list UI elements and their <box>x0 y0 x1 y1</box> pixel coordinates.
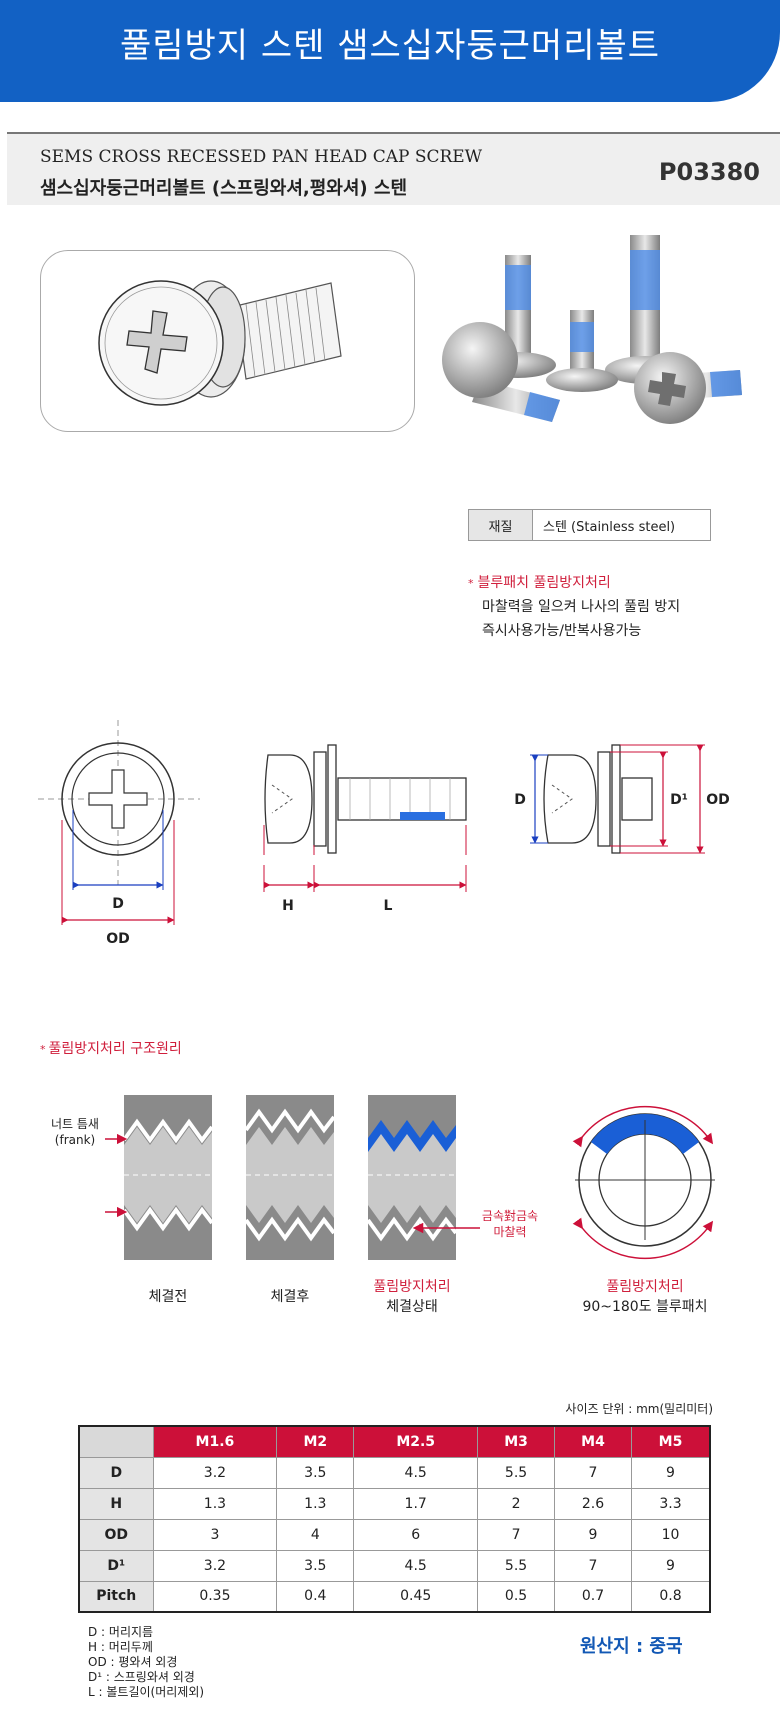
spec-cell: 2.6 <box>554 1487 632 1520</box>
label-d1: D¹ <box>670 792 688 808</box>
product-header: SEMS CROSS RECESSED PAN HEAD CAP SCREW 샘… <box>7 132 780 205</box>
table-row: OD 3 4 6 7 9 10 <box>78 1518 711 1551</box>
caption-before: 체결전 <box>148 1289 188 1305</box>
spec-row-label: D <box>78 1456 154 1489</box>
spec-cell: 3.2 <box>152 1549 278 1582</box>
spec-cell: 1.3 <box>152 1487 278 1520</box>
product-title-en: SEMS CROSS RECESSED PAN HEAD CAP SCREW <box>40 147 483 167</box>
legend-item: OD : 평와셔 외경 <box>88 1655 178 1669</box>
asterisk-icon: * <box>40 1043 46 1056</box>
spec-cell: 5.5 <box>477 1549 556 1582</box>
caption-blue-patch: 풀림방지처리 90~180도 블루패치 <box>582 1279 708 1315</box>
spec-table: M1.6 M2 M2.5 M3 M4 M5 D 3.2 3.5 4.5 5.5 … <box>78 1425 711 1613</box>
spec-row-label: D¹ <box>78 1549 154 1582</box>
country-of-origin: 원산지 : 중국 <box>580 1636 683 1657</box>
blue-patch-circle-diagram <box>572 1105 715 1260</box>
spec-row-label: OD <box>78 1518 154 1551</box>
product-code: P03380 <box>658 158 760 186</box>
spec-col-header: M2 <box>276 1425 355 1458</box>
spec-row-label: Pitch <box>78 1580 154 1613</box>
caption-treated: 풀림방지처리 체결상태 <box>373 1279 451 1315</box>
caption-after: 체결후 <box>270 1289 310 1305</box>
label-d-right: D <box>514 792 526 808</box>
spec-cell: 7 <box>554 1456 632 1489</box>
principle-title: *풀림방지처리 구조원리 <box>40 1041 182 1057</box>
spec-cell: 4.5 <box>353 1456 479 1489</box>
right-view-drawing <box>530 744 705 854</box>
material-value: 스텐 (Stainless steel) <box>532 509 711 541</box>
dimension-diagram: D OD H L <box>38 720 730 947</box>
spec-cell: 5.5 <box>477 1456 556 1489</box>
label-h: H <box>282 898 294 914</box>
thread-before-block <box>122 1095 214 1260</box>
spec-cell: 4 <box>276 1518 355 1551</box>
spec-cell: 6 <box>353 1518 479 1551</box>
spec-corner-cell <box>78 1425 154 1458</box>
spec-cell: 0.7 <box>554 1580 632 1613</box>
material-label: 재질 <box>468 509 533 541</box>
spec-cell: 1.7 <box>353 1487 479 1520</box>
spec-cell: 3.3 <box>630 1487 711 1520</box>
spec-cell: 3.5 <box>276 1549 355 1582</box>
spec-cell: 10 <box>630 1518 711 1551</box>
spec-cell: 9 <box>630 1456 711 1489</box>
table-row: D 3.2 3.5 4.5 5.5 7 9 <box>78 1456 711 1489</box>
spec-cell: 7 <box>477 1518 556 1551</box>
spec-header-row: M1.6 M2 M2.5 M3 M4 M5 <box>78 1425 711 1458</box>
asterisk-icon: * <box>468 577 474 590</box>
spec-cell: 0.4 <box>276 1580 355 1613</box>
spec-col-header: M4 <box>554 1425 632 1458</box>
top-banner <box>0 0 780 102</box>
dimension-legend: D : 머리지름 H : 머리두께 OD : 평와셔 외경 D¹ : 스프링와셔… <box>88 1625 204 1700</box>
label-d: D <box>112 896 124 912</box>
screw-sketch-image <box>40 250 415 432</box>
product-title-ko: 샘스십자둥근머리볼트 (스프링와셔,평와셔) 스텐 <box>40 178 408 199</box>
spec-cell: 3 <box>152 1518 278 1551</box>
spec-col-header: M2.5 <box>353 1425 479 1458</box>
note-line: 즉시사용가능/반복사용가능 <box>482 623 642 639</box>
spec-cell: 3.2 <box>152 1456 278 1489</box>
spec-col-header: M1.6 <box>152 1425 278 1458</box>
spec-cell: 3.5 <box>276 1456 355 1489</box>
spec-row-label: H <box>78 1487 154 1520</box>
table-row: D¹ 3.2 3.5 4.5 5.5 7 9 <box>78 1549 711 1582</box>
spec-cell: 9 <box>630 1549 711 1582</box>
thread-treated-block <box>366 1095 458 1260</box>
spec-col-header: M3 <box>477 1425 556 1458</box>
spec-cell: 0.8 <box>630 1580 711 1613</box>
label-od: OD <box>106 931 130 947</box>
table-row: H 1.3 1.3 1.7 2 2.6 3.3 <box>78 1487 711 1520</box>
spec-cell: 9 <box>554 1518 632 1551</box>
note-title: *블루패치 풀림방지처리 <box>468 575 611 591</box>
legend-item: H : 머리두께 <box>88 1640 153 1654</box>
nut-gap-label: 너트 틈새 (frank) <box>51 1117 99 1147</box>
spec-cell: 4.5 <box>353 1549 479 1582</box>
screw-sketch-drawing <box>98 280 342 406</box>
blue-patch-note: *블루패치 풀림방지처리 마찰력을 일으켜 나사의 풀림 방지 즉시사용가능/반… <box>468 572 680 640</box>
size-unit-label: 사이즈 단위 : mm(밀리미터) <box>565 1402 713 1416</box>
table-row: Pitch 0.35 0.4 0.45 0.5 0.7 0.8 <box>78 1580 711 1613</box>
friction-label: 금속對금속 마찰력 <box>481 1209 539 1239</box>
spec-cell: 0.5 <box>477 1580 556 1613</box>
label-l: L <box>384 898 393 914</box>
legend-item: D : 머리지름 <box>88 1625 154 1639</box>
spec-cell: 2 <box>477 1487 556 1520</box>
spec-cell: 7 <box>554 1549 632 1582</box>
side-view-drawing <box>263 744 467 892</box>
spec-col-header: M5 <box>630 1425 711 1458</box>
legend-item: D¹ : 스프링와셔 외경 <box>88 1670 195 1684</box>
thread-principle-diagram <box>105 1095 715 1260</box>
screw-product-photo <box>442 235 742 424</box>
spec-cell: 0.45 <box>353 1580 479 1613</box>
spec-cell: 1.3 <box>276 1487 355 1520</box>
material-table: 재질 스텐 (Stainless steel) <box>468 509 711 541</box>
banner-title: 풀림방지 스텐 샘스십자둥근머리볼트 <box>119 26 661 66</box>
spec-cell: 0.35 <box>152 1580 278 1613</box>
label-od-right: OD <box>706 792 730 808</box>
legend-item: L : 볼트길이(머리제외) <box>88 1685 205 1699</box>
note-line: 마찰력을 일으켜 나사의 풀림 방지 <box>482 599 681 615</box>
top-view-drawing <box>38 720 200 925</box>
thread-after-block <box>244 1095 336 1260</box>
